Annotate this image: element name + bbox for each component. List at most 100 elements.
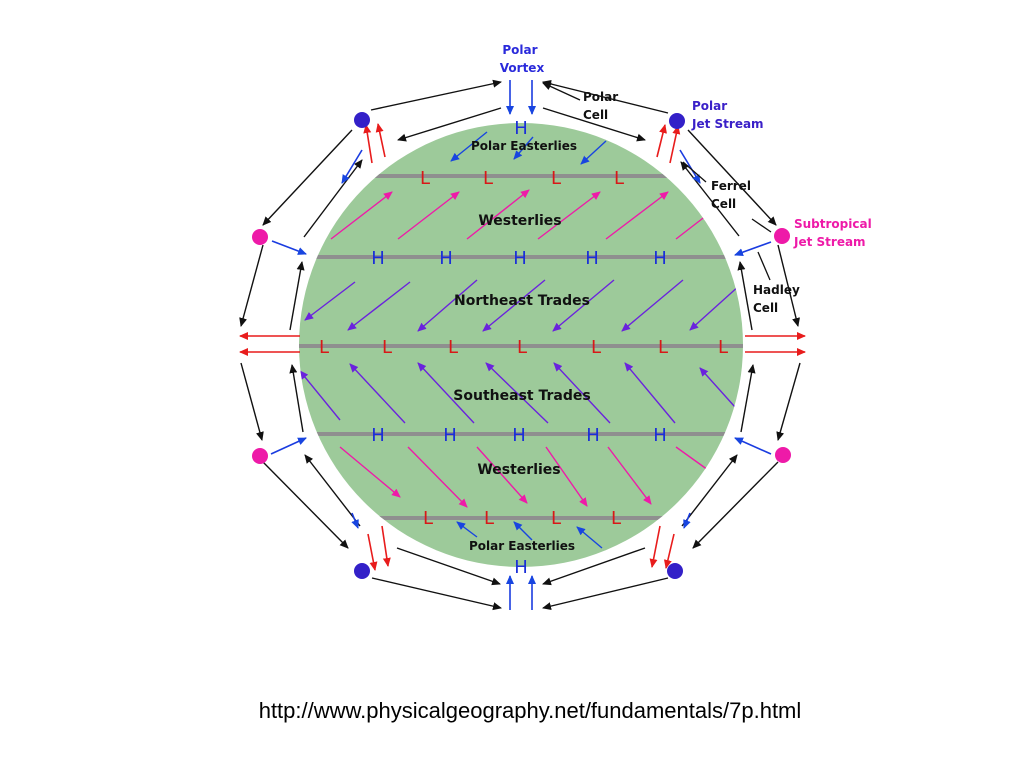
surface-inflow-arrow: [351, 512, 359, 529]
high-pressure-subtropical-south: H: [512, 425, 526, 446]
label-polar-cell-line2: Cell: [583, 108, 608, 122]
cell-circulation-arrow: [240, 362, 264, 441]
wind-arrow-northeast-trade: [552, 279, 615, 332]
low-pressure-subpolar-north: L: [551, 168, 561, 189]
surface-outflow-arrow: [363, 124, 373, 164]
wind-arrow-northeast-trade: [304, 281, 356, 321]
polar-jet-stream-dot: [354, 112, 370, 128]
label-hadley-cell-line1: Hadley: [753, 283, 800, 297]
leader-subtropical-jet: [751, 218, 772, 233]
low-pressure-equatorial: L: [319, 337, 329, 358]
wind-arrow-polar-easterly: [456, 521, 478, 538]
cell-circulation-arrow: [737, 261, 753, 331]
wind-arrow-northeast-trade: [417, 279, 478, 332]
low-pressure-subpolar-south: L: [423, 508, 433, 529]
source-url[interactable]: http://www.physicalgeography.net/fundame…: [258, 698, 802, 723]
low-pressure-equatorial: L: [448, 337, 458, 358]
wind-arrow-southeast-trade: [417, 362, 475, 424]
low-pressure-subpolar-south: L: [551, 508, 561, 529]
surface-outflow-arrow: [649, 525, 661, 568]
low-pressure-subpolar-north: L: [420, 168, 430, 189]
leader-hadley-cell: [757, 251, 771, 281]
high-pressure-subtropical-north: H: [371, 248, 385, 269]
label-polar-jet-stream-line2: Jet Stream: [691, 117, 764, 131]
zone-southeast-trades: Southeast Trades: [453, 388, 590, 404]
label-subtropical-jet-stream: Subtropical Jet Stream: [793, 217, 876, 249]
leader-polar-cell: [542, 82, 581, 101]
low-pressure-subpolar-north: L: [614, 168, 624, 189]
cell-circulation-arrow: [262, 461, 349, 549]
low-pressure-equatorial: L: [517, 337, 527, 358]
label-subtropical-jet-stream-line1: Subtropical: [794, 217, 872, 231]
low-pressure-equatorial: L: [591, 337, 601, 358]
wind-arrow-westerly: [545, 446, 588, 507]
polar-jet-stream-dot: [354, 563, 370, 579]
wind-arrow-southeast-trade: [485, 362, 549, 424]
leader-ferrel-cell: [682, 161, 707, 183]
zone-polar-easterlies-north: Polar Easterlies: [471, 139, 577, 153]
wind-arrow-northeast-trade: [482, 279, 546, 332]
low-pressure-equatorial: L: [382, 337, 392, 358]
high-pressure-subtropical-north: H: [653, 248, 667, 269]
low-pressure-subpolar-north: L: [483, 168, 493, 189]
label-polar-jet-stream: Polar Jet Stream: [691, 99, 764, 131]
cell-circulation-arrow: [776, 362, 801, 441]
subtropical-jet-stream-dot: [252, 448, 268, 464]
label-polar-cell-line1: Polar: [583, 90, 618, 104]
wind-arrow-westerly: [466, 189, 530, 240]
wind-arrow-southeast-trade: [299, 370, 341, 421]
surface-winds: [299, 131, 741, 549]
wind-arrow-polar-easterly: [450, 131, 488, 162]
subtropical-jet-stream-dot: [775, 447, 791, 463]
surface-inflow-arrow: [341, 149, 363, 184]
high-pressure-subtropical-south: H: [443, 425, 457, 446]
label-ferrel-cell-line2: Cell: [711, 197, 736, 211]
label-polar-vortex: Polar Vortex: [500, 43, 545, 75]
cell-circulation-arrow: [692, 461, 779, 549]
surface-outflow-arrow: [381, 525, 391, 567]
wind-arrow-westerly: [607, 446, 652, 505]
low-pressure-subpolar-south: L: [611, 508, 621, 529]
surface-inflow-arrow: [734, 241, 772, 257]
cell-circulation-arrow: [542, 107, 646, 142]
label-hadley-cell: Hadley Cell: [753, 283, 804, 315]
label-subtropical-jet-stream-line2: Jet Stream: [793, 235, 866, 249]
high-pressure-subtropical-south: H: [586, 425, 600, 446]
jet-stream-markers: [252, 112, 791, 579]
label-ferrel-cell: Ferrel Cell: [711, 179, 755, 211]
surface-outflow-arrow: [663, 533, 675, 569]
wind-arrow-polar-easterly: [580, 140, 607, 165]
cell-circulation-arrow: [370, 79, 502, 111]
cell-circulation-arrow: [262, 129, 353, 226]
cell-circulation-arrow: [777, 244, 800, 327]
high-pressure-subtropical-north: H: [585, 248, 599, 269]
wind-arrow-southeast-trade: [699, 367, 736, 408]
subtropical-jet-stream-dot: [252, 229, 268, 245]
label-ferrel-cell-line1: Ferrel: [711, 179, 751, 193]
cell-circulation-arrow: [397, 107, 502, 142]
surface-outflow-arrow: [367, 533, 378, 571]
high-pressure-subtropical-north: H: [513, 248, 527, 269]
wind-arrow-northeast-trade: [689, 284, 741, 331]
wind-arrow-southeast-trade: [349, 363, 406, 424]
zone-westerlies-north: Westerlies: [478, 213, 561, 229]
wind-arrow-westerly: [605, 191, 669, 240]
polar-jet-stream-dot: [667, 563, 683, 579]
cell-circulation-arrow: [239, 244, 264, 327]
wind-arrow-northeast-trade: [347, 281, 411, 331]
high-pressure-subtropical-south: H: [653, 425, 667, 446]
label-hadley-cell-line2: Cell: [753, 301, 778, 315]
high-pressure-subtropical-south: H: [371, 425, 385, 446]
zone-northeast-trades: Northeast Trades: [454, 293, 590, 309]
circulation-cell-arrows: [239, 79, 801, 611]
wind-arrow-northeast-trade: [621, 279, 684, 332]
cell-circulation-arrow: [542, 80, 669, 114]
zone-polar-easterlies-south: Polar Easterlies: [469, 539, 575, 553]
cell-circulation-arrow: [304, 454, 361, 527]
surface-outflow-arrow: [669, 125, 681, 164]
wind-arrow-southeast-trade: [624, 362, 676, 424]
cell-circulation-arrow: [681, 454, 738, 527]
wind-arrow-westerly: [476, 446, 528, 504]
surface-inflow-arrow: [679, 149, 701, 184]
